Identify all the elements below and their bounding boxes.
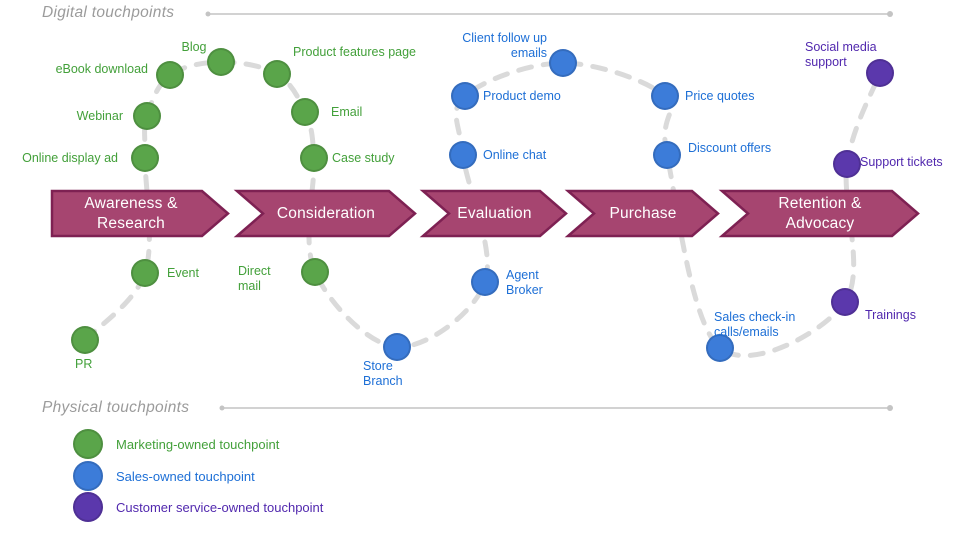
touchpoint-label-product-features-page: Product features page [293,45,416,59]
legend-dot-service [73,492,103,522]
touchpoint-dot-price-quotes [651,82,679,110]
touchpoint-label-support-tickets: Support tickets [860,155,943,169]
touchpoint-label-price-quotes: Price quotes [685,89,755,103]
touchpoint-dot-event [131,259,159,287]
stage-arrow-3 [564,189,720,238]
touchpoint-dot-discount-offers [653,141,681,169]
touchpoint-label-ebook-download: eBook download [55,62,148,76]
touchpoint-label-product-demo: Product demo [483,89,561,103]
stage-label-2: Evaluation [457,204,532,222]
touchpoint-dot-product-demo [451,82,479,110]
touchpoint-label-discount-offers: Discount offers [688,141,772,155]
stage-label-4: Retention & Advocacy [778,195,862,232]
legend-dot-marketing [73,429,103,459]
legend-item-service: Customer service-owned touchpoint [73,492,323,522]
stage-label-0: Awareness & Research [84,195,178,232]
physical-touchpoints-heading: Physical touchpoints [42,399,190,416]
legend-item-sales: Sales-owned touchpoint [73,461,255,491]
touchpoint-label-blog: Blog [181,40,207,54]
touchpoint-dot-case-study [300,144,328,172]
legend-label-marketing: Marketing-owned touchpoint [116,436,280,452]
digital-line-start-dot [205,11,211,17]
stage-arrow-0 [50,189,230,238]
touchpoint-dot-ebook-download [156,61,184,89]
stage-arrow-2 [419,189,568,238]
touchpoint-dot-sales-check-in [706,334,734,362]
touchpoint-label-client-follow-up-emails: Client follow up emails [462,31,547,60]
touchpoint-dot-online-display-ad [131,144,159,172]
physical-line-start-dot [219,405,225,411]
legend-label-service: Customer service-owned touchpoint [116,499,324,515]
touchpoint-dot-store-branch [383,333,411,361]
stage-arrow-1 [233,189,417,238]
touchpoint-dot-trainings [831,288,859,316]
legend-dot-sales [73,461,103,491]
touchpoint-label-trainings: Trainings [865,308,916,322]
touchpoint-label-webinar: Webinar [76,109,123,123]
stage-label-3: Purchase [609,204,677,222]
touchpoint-dot-support-tickets [833,150,861,178]
touchpoint-dot-pr [71,326,99,354]
touchpoint-label-case-study: Case study [332,151,395,165]
touchpoint-label-agent-broker: Agent Broker [506,268,543,297]
touchpoint-label-pr: PR [75,357,93,371]
legend-item-marketing: Marketing-owned touchpoint [73,429,279,459]
touchpoint-dot-agent-broker [471,268,499,296]
touchpoint-label-direct-mail: Direct mail [238,264,271,293]
touchpoint-dot-client-follow-up-emails [549,49,577,77]
touchpoint-label-event: Event [167,266,199,280]
touchpoint-label-online-display-ad: Online display ad [22,151,118,165]
touchpoint-dot-social-media-support [866,59,894,87]
legend-label-sales: Sales-owned touchpoint [116,468,255,484]
touchpoint-label-store-branch: Store Branch [363,359,403,388]
touchpoint-dot-blog [207,48,235,76]
journey-dashed-path [82,59,883,359]
touchpoint-label-online-chat: Online chat [483,148,547,162]
touchpoint-dot-online-chat [449,141,477,169]
physical-line-end-dot [887,405,893,411]
touchpoint-label-social-media-support: Social media support [805,40,877,69]
stage-label-1: Consideration [276,204,376,222]
digital-touchpoints-heading: Digital touchpoints [42,4,175,21]
touchpoint-label-sales-check-in: Sales check-in calls/emails [714,310,796,339]
touchpoint-dot-direct-mail [301,258,329,286]
stage-arrow-4 [718,189,920,238]
touchpoint-dot-product-features-page [263,60,291,88]
touchpoint-dot-webinar [133,102,161,130]
touchpoint-dot-email [291,98,319,126]
digital-line-end-dot [887,11,893,17]
touchpoint-label-email: Email [331,105,363,119]
